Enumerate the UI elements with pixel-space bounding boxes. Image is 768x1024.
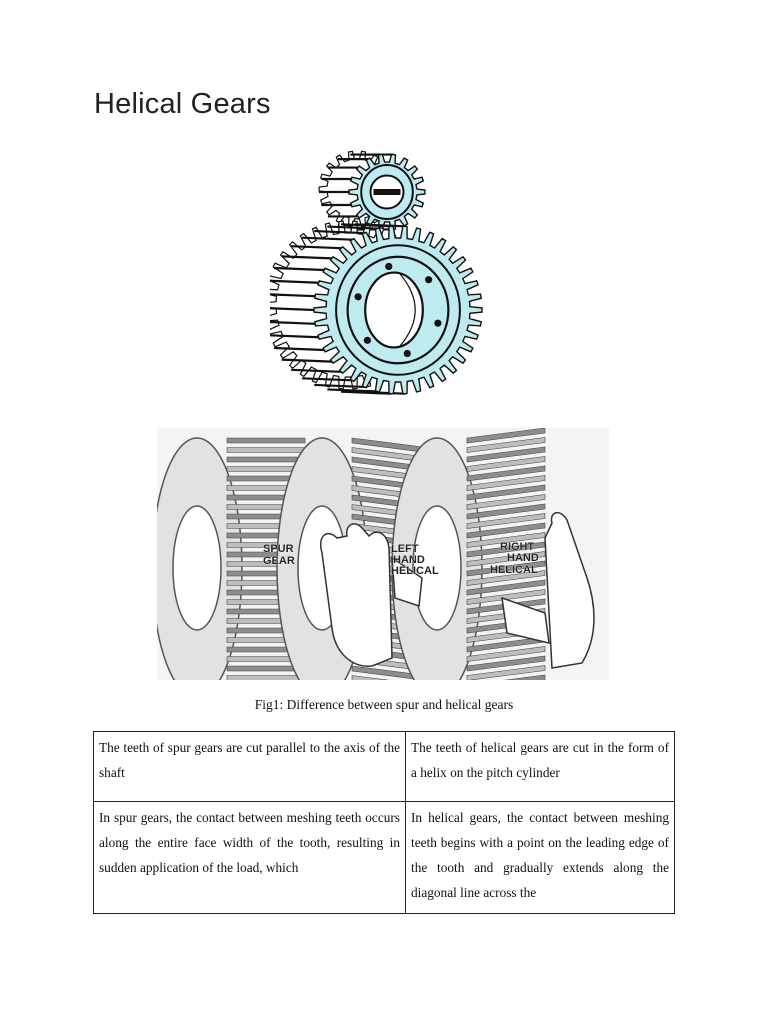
label-spur-2: GEAR — [263, 555, 295, 567]
hand-left — [320, 523, 423, 667]
spur-helical-comparison-illustration: SPUR GEAR LEFT HAND HELICAL RIGHT HAND H… — [157, 428, 609, 680]
table-cell-spur: In spur gears, the contact between meshi… — [93, 801, 406, 914]
large-helical-gear — [270, 220, 483, 395]
hand-right — [501, 512, 595, 669]
small-helical-gear — [318, 150, 426, 231]
label-left-1: LEFT — [391, 543, 419, 555]
table-row: In spur gears, the contact between meshi… — [93, 801, 675, 914]
figure-caption: Fig1: Difference between spur and helica… — [254, 697, 514, 712]
table-cell-helical: The teeth of helical gears are cut in th… — [405, 731, 675, 802]
helical-gear-pair-illustration — [270, 150, 483, 395]
label-right-3: HELICAL — [490, 564, 538, 576]
label-right-1: RIGHT — [500, 541, 535, 553]
page-title: Helical Gears — [94, 88, 271, 120]
comparison-table: The teeth of spur gears are cut parallel… — [93, 731, 675, 914]
table-cell-spur: The teeth of spur gears are cut parallel… — [93, 731, 406, 802]
label-right-2: HAND — [507, 552, 539, 564]
label-left-2: HAND — [393, 554, 425, 566]
label-left-3: HELICAL — [391, 565, 439, 577]
label-spur-1: SPUR — [263, 543, 294, 555]
table-row: The teeth of spur gears are cut parallel… — [93, 731, 675, 802]
table-cell-helical: In helical gears, the contact between me… — [405, 801, 675, 914]
